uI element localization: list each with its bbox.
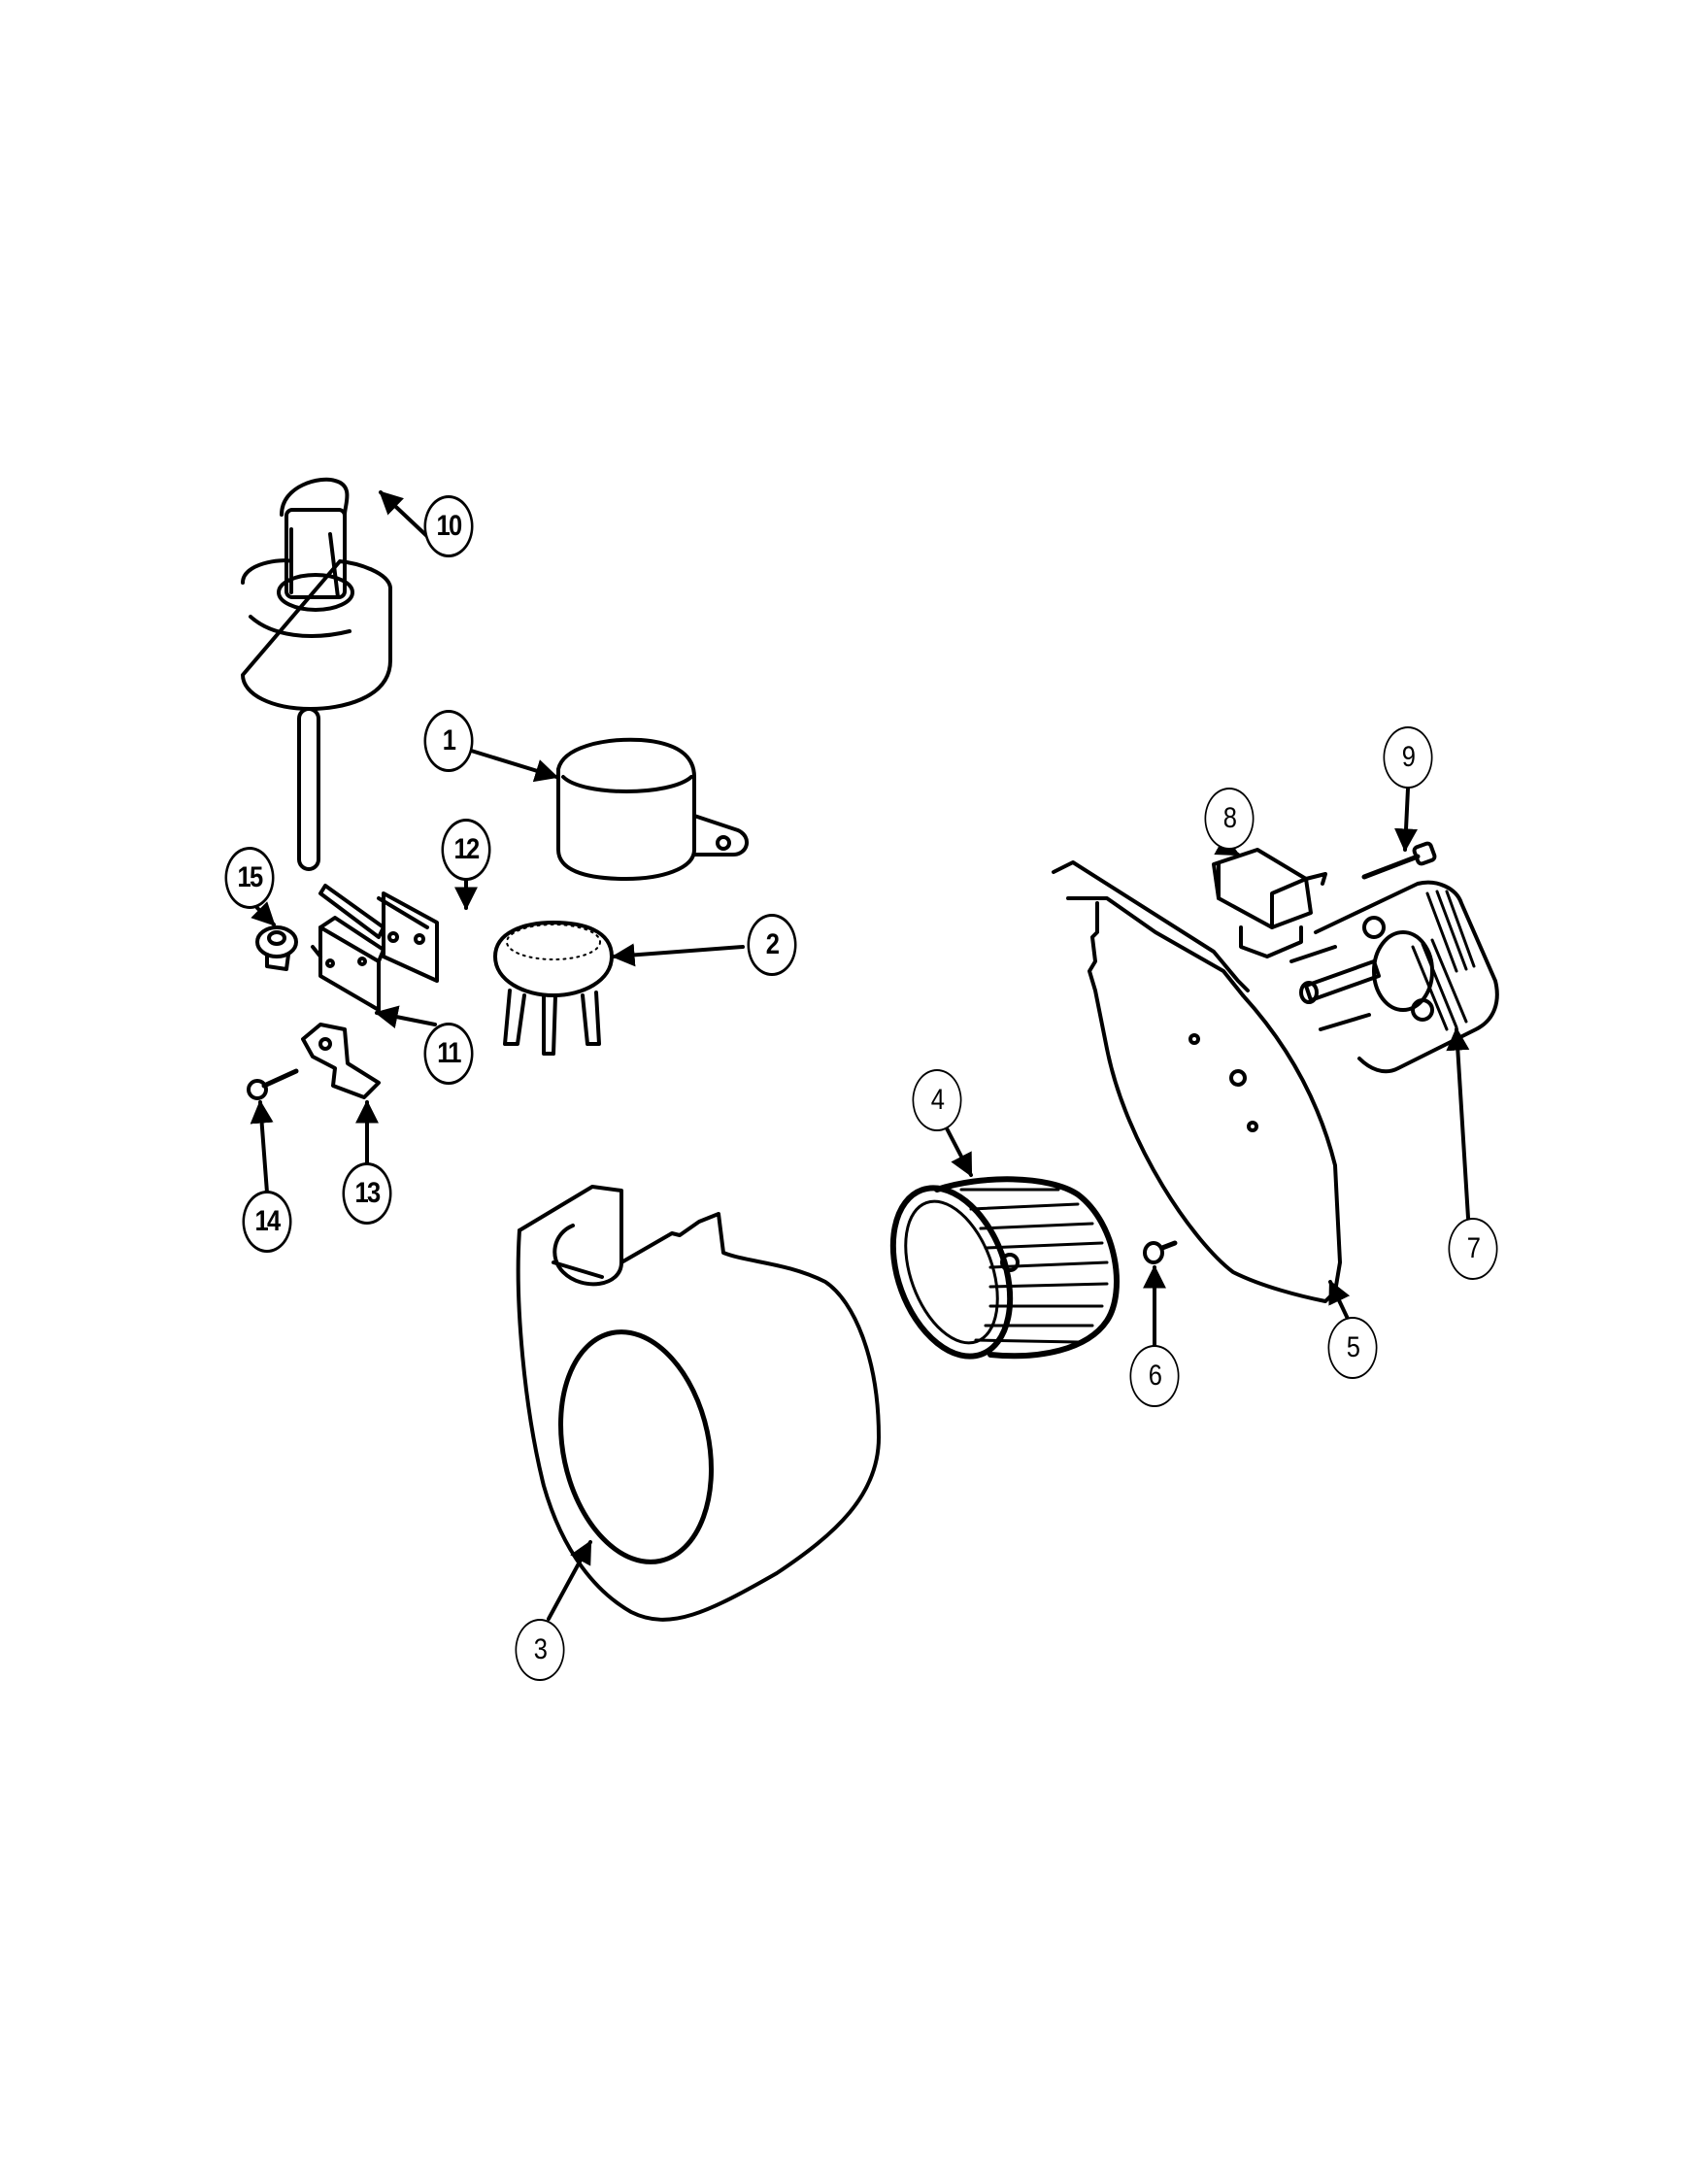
callout-6: 6 <box>1129 1345 1180 1407</box>
callout-5: 5 <box>1327 1317 1378 1379</box>
relay-part-8 <box>1212 834 1327 958</box>
motor-part-7 <box>1289 880 1499 1220</box>
capacitor-part-1 <box>466 737 749 881</box>
callout-2: 2 <box>747 914 797 976</box>
screw-part-6 <box>1143 1240 1178 1347</box>
screw-part-14 <box>247 1068 299 1194</box>
callout-13: 13 <box>342 1162 392 1225</box>
callout-1: 1 <box>423 710 474 772</box>
blower-housing-part-3 <box>516 1185 881 1622</box>
callout-8: 8 <box>1204 788 1255 850</box>
callout-7: 7 <box>1448 1218 1498 1280</box>
callout-10: 10 <box>423 495 474 557</box>
bracket-part-13 <box>301 1023 381 1167</box>
insulator-part-12 <box>377 879 478 983</box>
callout-15: 15 <box>224 847 275 909</box>
knob-part-10 <box>241 477 434 871</box>
blower-plate-part-5 <box>1052 860 1351 1321</box>
callout-11: 11 <box>423 1023 474 1085</box>
screw-part-9 <box>1361 787 1437 880</box>
nut-part-15 <box>251 901 298 971</box>
sensor-part-2 <box>493 921 745 1056</box>
callout-3: 3 <box>515 1619 565 1681</box>
callout-4: 4 <box>912 1069 962 1131</box>
switch-part-11 <box>311 884 437 1029</box>
callout-9: 9 <box>1383 726 1433 789</box>
callout-12: 12 <box>441 819 491 881</box>
callout-14: 14 <box>242 1191 292 1253</box>
blower-wheel-part-4 <box>889 1126 1120 1360</box>
